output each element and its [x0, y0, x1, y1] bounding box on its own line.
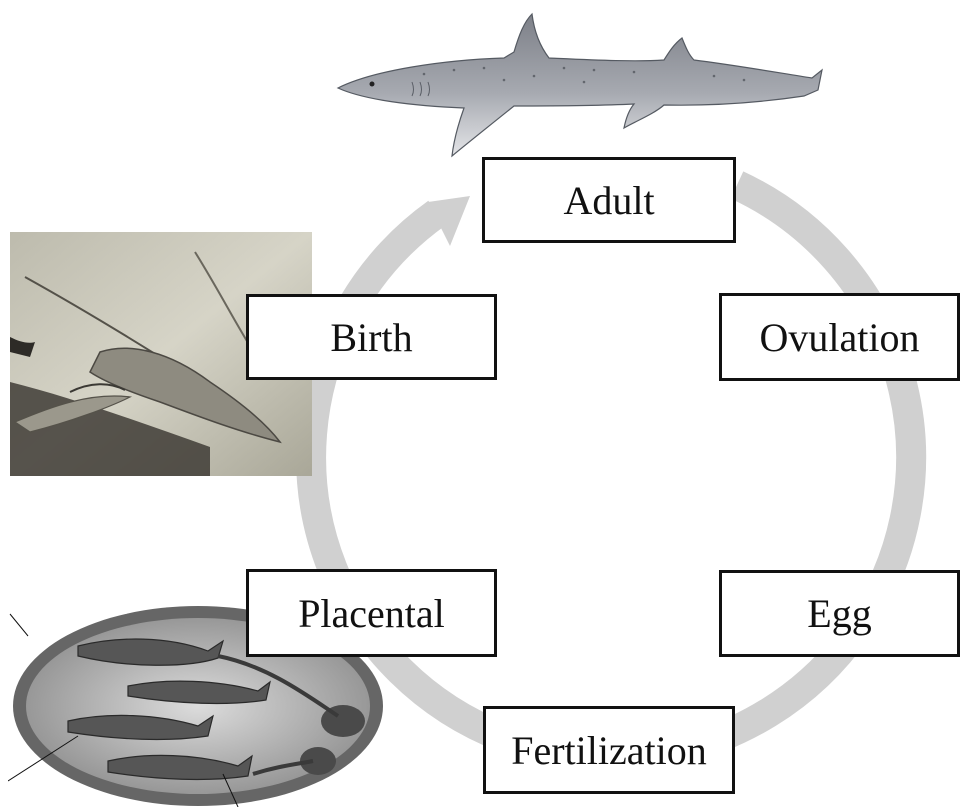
cycle-ring-path	[311, 185, 911, 757]
stage-box-ovulation: Ovulation	[719, 293, 960, 381]
stage-label-ovulation: Ovulation	[760, 314, 920, 361]
stage-label-placental: Placental	[298, 590, 445, 637]
stage-label-birth: Birth	[330, 314, 412, 361]
stage-label-fertilization: Fertilization	[511, 727, 707, 774]
adult-shark-illustration	[334, 10, 826, 160]
stage-box-egg: Egg	[719, 570, 960, 657]
stage-box-fertilization: Fertilization	[483, 706, 735, 794]
stage-box-birth: Birth	[246, 294, 497, 380]
stage-label-adult: Adult	[563, 177, 654, 224]
stage-box-placental: Placental	[246, 569, 497, 657]
stage-box-adult: Adult	[482, 157, 736, 243]
stage-label-egg: Egg	[807, 590, 871, 637]
